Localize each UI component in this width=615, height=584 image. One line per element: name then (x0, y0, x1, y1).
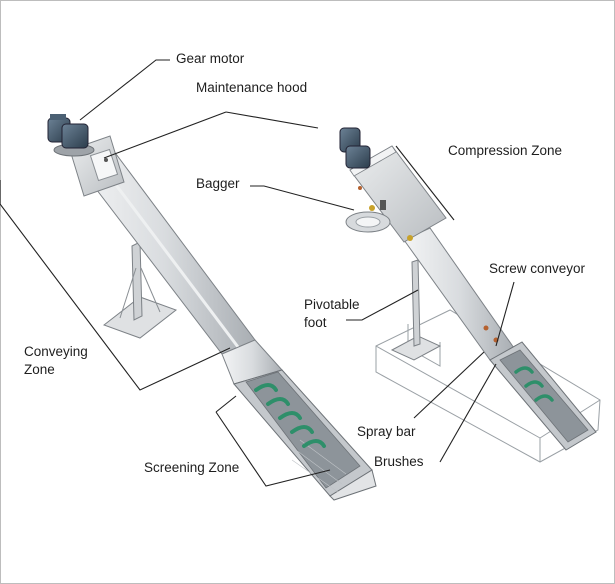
leader-conveying-zone (0, 180, 231, 391)
leader-compression-zone (395, 145, 455, 221)
label-gear-motor: Gear motor (176, 51, 245, 66)
right-screw-flights (514, 366, 554, 402)
left-screw-flights (254, 383, 326, 448)
left-gear-motor (47, 114, 95, 157)
leader-screw-conveyor (495, 281, 515, 347)
label-bagger: Bagger (196, 176, 240, 191)
leader-maintenance-hood-right (225, 111, 319, 129)
right-machine (339, 127, 601, 463)
label-screening-zone: Screening Zone (144, 460, 240, 475)
leader-screening-zone (215, 411, 331, 487)
label-pivotable-foot-line2: foot (304, 315, 327, 330)
right-gear-motor (339, 127, 371, 169)
left-machine (47, 114, 377, 501)
label-screw-conveyor: Screw conveyor (489, 261, 586, 276)
label-spray-bar: Spray bar (357, 424, 416, 439)
label-conveying-zone-line2: Zone (24, 362, 55, 377)
leader-pivotable-foot (346, 289, 419, 321)
right-pivotable-foot (390, 259, 442, 361)
leader-maintenance-hood-left (103, 111, 227, 159)
right-bagger (345, 211, 391, 233)
leader-brushes (439, 363, 497, 463)
label-pivotable-foot-line1: Pivotable (304, 297, 360, 312)
label-conveying-zone-line1: Conveying (24, 344, 88, 359)
leader-bagger (250, 185, 355, 211)
leader-gear-motor (79, 59, 170, 121)
leader-spray-bar (413, 351, 485, 419)
leader-lines (0, 59, 515, 487)
label-maintenance-hood: Maintenance hood (196, 80, 308, 95)
label-compression-zone: Compression Zone (448, 143, 563, 158)
label-brushes: Brushes (374, 454, 424, 469)
